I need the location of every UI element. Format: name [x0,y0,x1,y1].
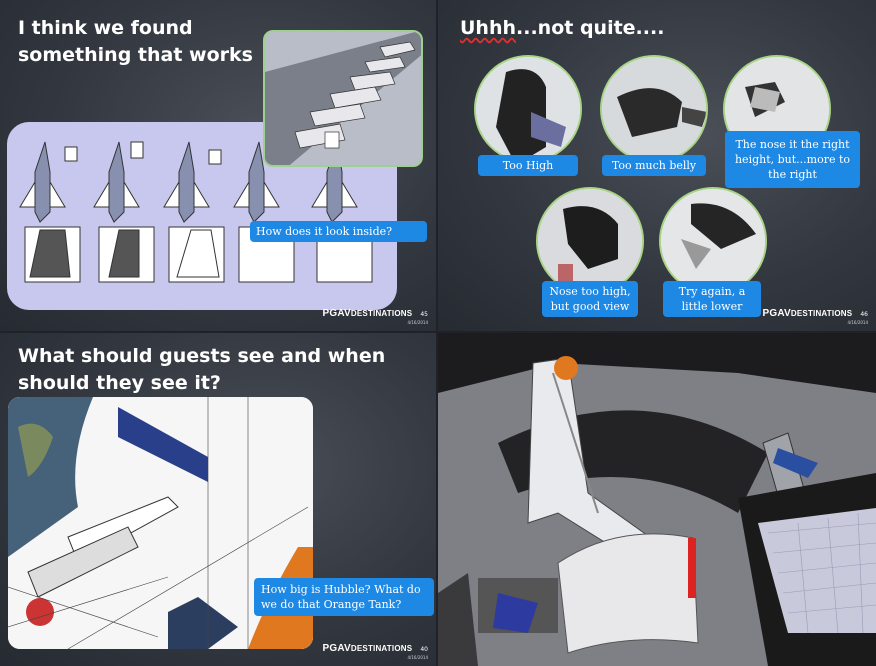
callout-nose-too-high: Nose too high, but good view [542,281,638,317]
brand-logo: PGAVDESTINATIONS [322,643,413,654]
view-too-high [474,55,582,163]
slide-date: 4/16/2014 [847,320,868,325]
slide-title: I think we found something that works [18,17,253,66]
exhibit-render-drawing [438,333,876,666]
view-too-much-belly [600,55,708,163]
brand-logo: PGAVDESTINATIONS [762,308,853,319]
3d-exhibit-render [438,333,876,666]
brand-logo: PGAVDESTINATIONS [322,308,413,319]
page-number: 46 [860,311,868,318]
page-number: 40 [420,646,428,653]
slide-footer: PGAVDESTINATIONS 45 4/16/2014 [322,301,428,325]
slide-45: I think we found something that works [0,0,436,331]
slide-date: 4/16/2014 [407,655,428,660]
callout-too-high: Too High [478,155,578,176]
3d-model-inset [263,30,423,167]
view-nose-too-high [536,187,644,295]
slide-footer: PGAVDESTINATIONS 46 4/16/2014 [762,301,868,325]
callout-nose-right-height: The nose it the right height, but...more… [725,131,860,188]
slide-40: What should guests see and when should t… [0,333,436,666]
callout-too-much-belly: Too much belly [602,155,706,176]
view-try-lower [659,187,767,295]
callout-inside: How does it look inside? [250,221,427,242]
callout-try-lower: Try again, a little lower [663,281,761,317]
page-number: 45 [420,311,428,318]
callout-hubble: How big is Hubble? What do we do that Or… [254,578,434,616]
slide-title: What should guests see and when should t… [18,345,386,394]
slide-footer: PGAVDESTINATIONS 40 4/16/2014 [322,636,428,660]
slide-date: 4/16/2014 [407,320,428,325]
model-array-render [265,32,421,165]
slide-title: Uhhh...not quite.... [460,17,665,39]
slide-46: Uhhh...not quite.... Too High Too much b… [438,0,876,331]
